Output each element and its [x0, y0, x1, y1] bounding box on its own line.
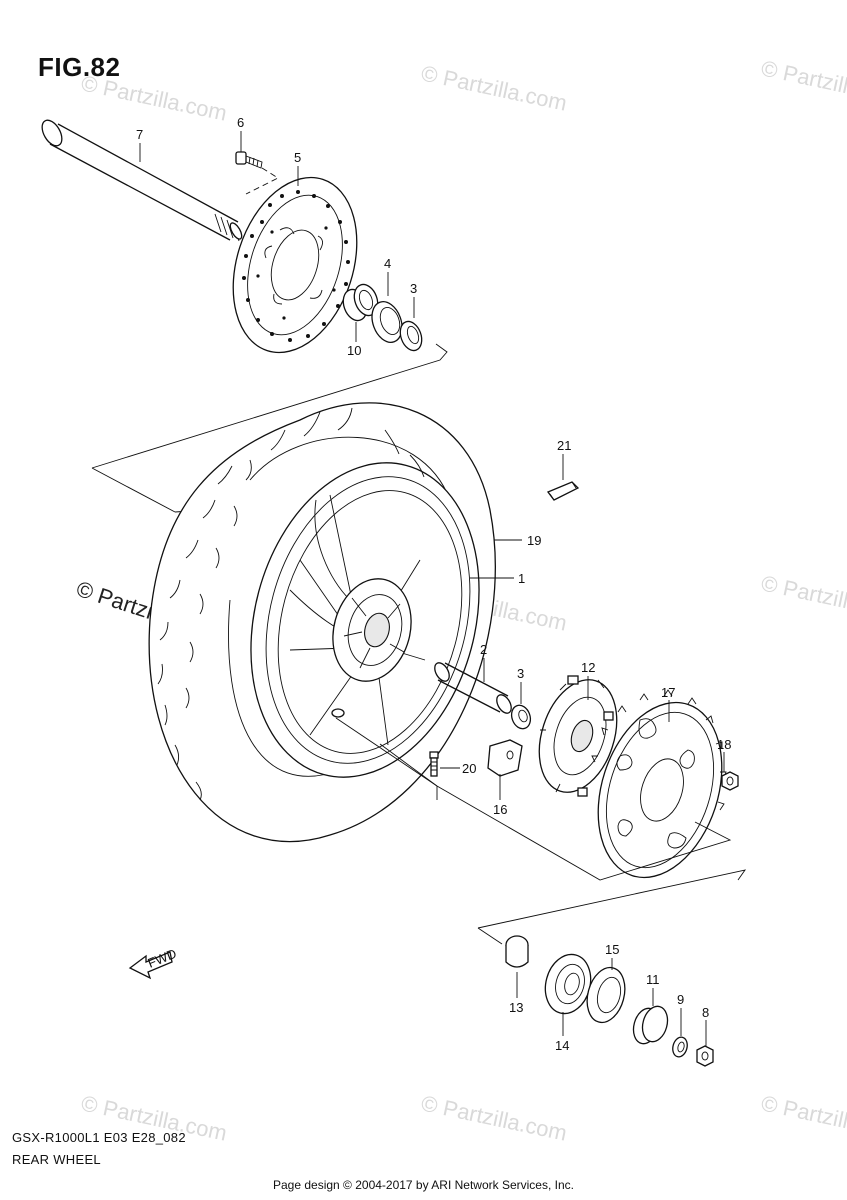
- collar-part-13[interactable]: [505, 935, 529, 968]
- oil-seal-part-15[interactable]: [581, 963, 630, 1026]
- bearing-part-3-middle[interactable]: [508, 703, 533, 732]
- leader-lines: [139, 131, 725, 1046]
- bearing-part-3-top[interactable]: [396, 318, 425, 353]
- part-number[interactable]: 3: [517, 666, 524, 681]
- part-number[interactable]: 17: [661, 685, 675, 700]
- watermark-text: © Partzilla.com: [419, 60, 569, 115]
- bolt-part-6[interactable]: [235, 151, 263, 169]
- part-number[interactable]: 5: [294, 150, 301, 165]
- part-number[interactable]: 6: [237, 115, 244, 130]
- watermark-text: © Partzilla.com: [759, 1090, 847, 1145]
- part-number[interactable]: 8: [702, 1005, 709, 1020]
- sprocket-part-17[interactable]: [577, 686, 743, 893]
- part-number[interactable]: 11: [646, 972, 660, 987]
- bracket-part-16[interactable]: [487, 739, 523, 777]
- tire-tread-pattern: [157, 407, 425, 801]
- part-number[interactable]: 3: [410, 281, 417, 296]
- stud-part-20[interactable]: [429, 751, 439, 777]
- part-number[interactable]: 9: [677, 992, 684, 1007]
- watermark-text: © Partzilla.com: [79, 70, 229, 125]
- spacer-part-11[interactable]: [630, 1004, 671, 1047]
- oil-seal-part-4[interactable]: [367, 297, 408, 346]
- fwd-label: FWD: [146, 946, 179, 971]
- part-number[interactable]: 19: [527, 533, 541, 548]
- section-name: REAR WHEEL: [12, 1152, 101, 1167]
- part-number[interactable]: 7: [136, 127, 143, 142]
- figure-title: FIG.82: [38, 52, 121, 82]
- watermark-text: © Partzilla.com: [759, 55, 847, 110]
- nut-part-8[interactable]: [696, 1045, 714, 1067]
- watermark-text: © Partzilla.com: [419, 1090, 569, 1145]
- nut-part-18[interactable]: [721, 771, 739, 791]
- part-number[interactable]: 13: [509, 1000, 523, 1015]
- brake-disc-part-5[interactable]: [212, 161, 378, 368]
- watermark-text: © Partzilla.com: [759, 570, 847, 625]
- part-number[interactable]: 15: [605, 942, 619, 957]
- spacer-tube-part-2[interactable]: [432, 660, 514, 715]
- axle-part-7[interactable]: [38, 117, 244, 242]
- rear-wheel-part-1[interactable]: [148, 402, 513, 843]
- part-number[interactable]: 10: [347, 343, 361, 358]
- part-number[interactable]: 20: [462, 761, 476, 776]
- part-number-labels: 7 6 5 4 3 10 21 19 1 2 3 12 17 18 20 16 …: [136, 115, 731, 1053]
- part-number[interactable]: 1: [518, 571, 525, 586]
- forward-direction-arrow: FWD: [128, 946, 179, 980]
- balance-weight-part-21[interactable]: [546, 481, 580, 501]
- model-code: GSX-R1000L1 E03 E28_082: [12, 1130, 186, 1145]
- spacer-part-10[interactable]: [339, 281, 382, 324]
- part-number[interactable]: 14: [555, 1038, 569, 1053]
- part-number[interactable]: 4: [384, 256, 391, 271]
- part-number[interactable]: 16: [493, 802, 507, 817]
- page-design-credit: Page design © 2004-2017 by ARI Network S…: [272, 1178, 574, 1192]
- washer-part-9[interactable]: [671, 1036, 690, 1059]
- part-number[interactable]: 18: [717, 737, 731, 752]
- part-number[interactable]: 12: [581, 660, 595, 675]
- part-number[interactable]: 21: [557, 438, 571, 453]
- sprocket-drum-part-12[interactable]: [526, 670, 630, 803]
- part-number[interactable]: 2: [480, 642, 487, 657]
